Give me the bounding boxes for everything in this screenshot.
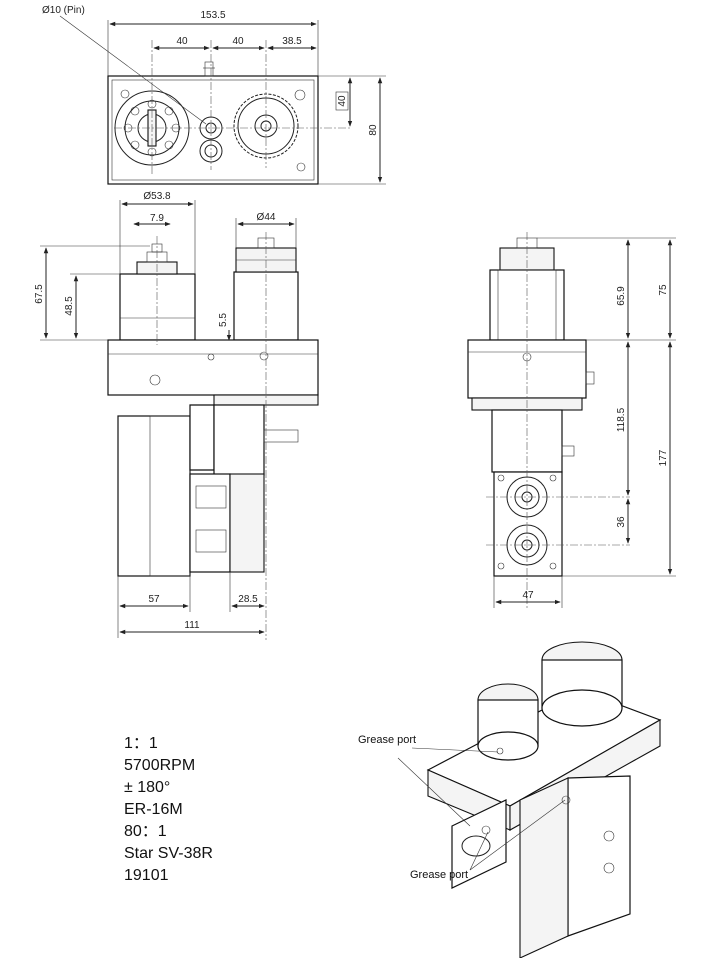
spec-list: 1：1 5700RPM ± 180° ER-16M 80：1 Star SV-3… [124,733,213,887]
lower-housing [117,415,191,577]
front-view: Ø53.8 7.9 Ø44 67.5 48.5 5.5 57 28.5 111 [34,191,319,640]
spec-part-number: 19101 [124,867,169,884]
dim-38-5: 38.5 [282,36,302,47]
top-view-housing [107,75,319,185]
spec-rpm: 5700RPM [124,757,196,774]
spec-ratio: 1：1 [124,735,158,752]
dim-7-9: 7.9 [150,213,164,224]
spec-reduction: 80：1 [124,823,167,840]
spec-angle: ± 180° [124,779,171,796]
dim-40-b: 40 [232,36,244,47]
spec-machine: Star SV-38R [124,845,213,862]
dim-118-5: 118.5 [616,407,627,432]
dim-40-box: 40 [337,95,348,107]
dim-28-5: 28.5 [238,594,258,605]
dim-57: 57 [148,594,160,605]
dim-80: 80 [368,124,379,136]
dim-overall-width: 153.5 [200,10,225,21]
dim-177: 177 [658,449,669,466]
dim-47: 47 [522,590,534,601]
dim-44: Ø44 [257,212,276,223]
side-spindle-block [493,471,563,577]
spec-collet: ER-16M [124,801,183,818]
dim-53-8: Ø53.8 [143,191,171,202]
grease-port-top-label: Grease port [358,734,416,746]
main-plate [107,339,319,396]
dim-67-5: 67.5 [34,284,45,304]
dim-65-9: 65.9 [616,286,627,306]
dim-40-a: 40 [176,36,188,47]
iso-view: Grease port Grease port [358,641,662,958]
top-view: 153.5 40 40 38.5 Ø10 (Pin) 80 40 [42,5,386,185]
grease-port-bottom-label: Grease port [410,869,468,881]
dim-111: 111 [184,620,200,631]
dim-36: 36 [616,516,627,528]
motor-cylinder [119,273,196,341]
dim-48-5: 48.5 [64,296,75,316]
dim-75: 75 [658,284,669,296]
pin-label: Ø10 (Pin) [42,5,85,16]
iso-lower-block [567,775,631,937]
side-view: 65.9 75 118.5 177 36 47 [467,232,676,610]
dim-5-5: 5.5 [218,313,229,327]
